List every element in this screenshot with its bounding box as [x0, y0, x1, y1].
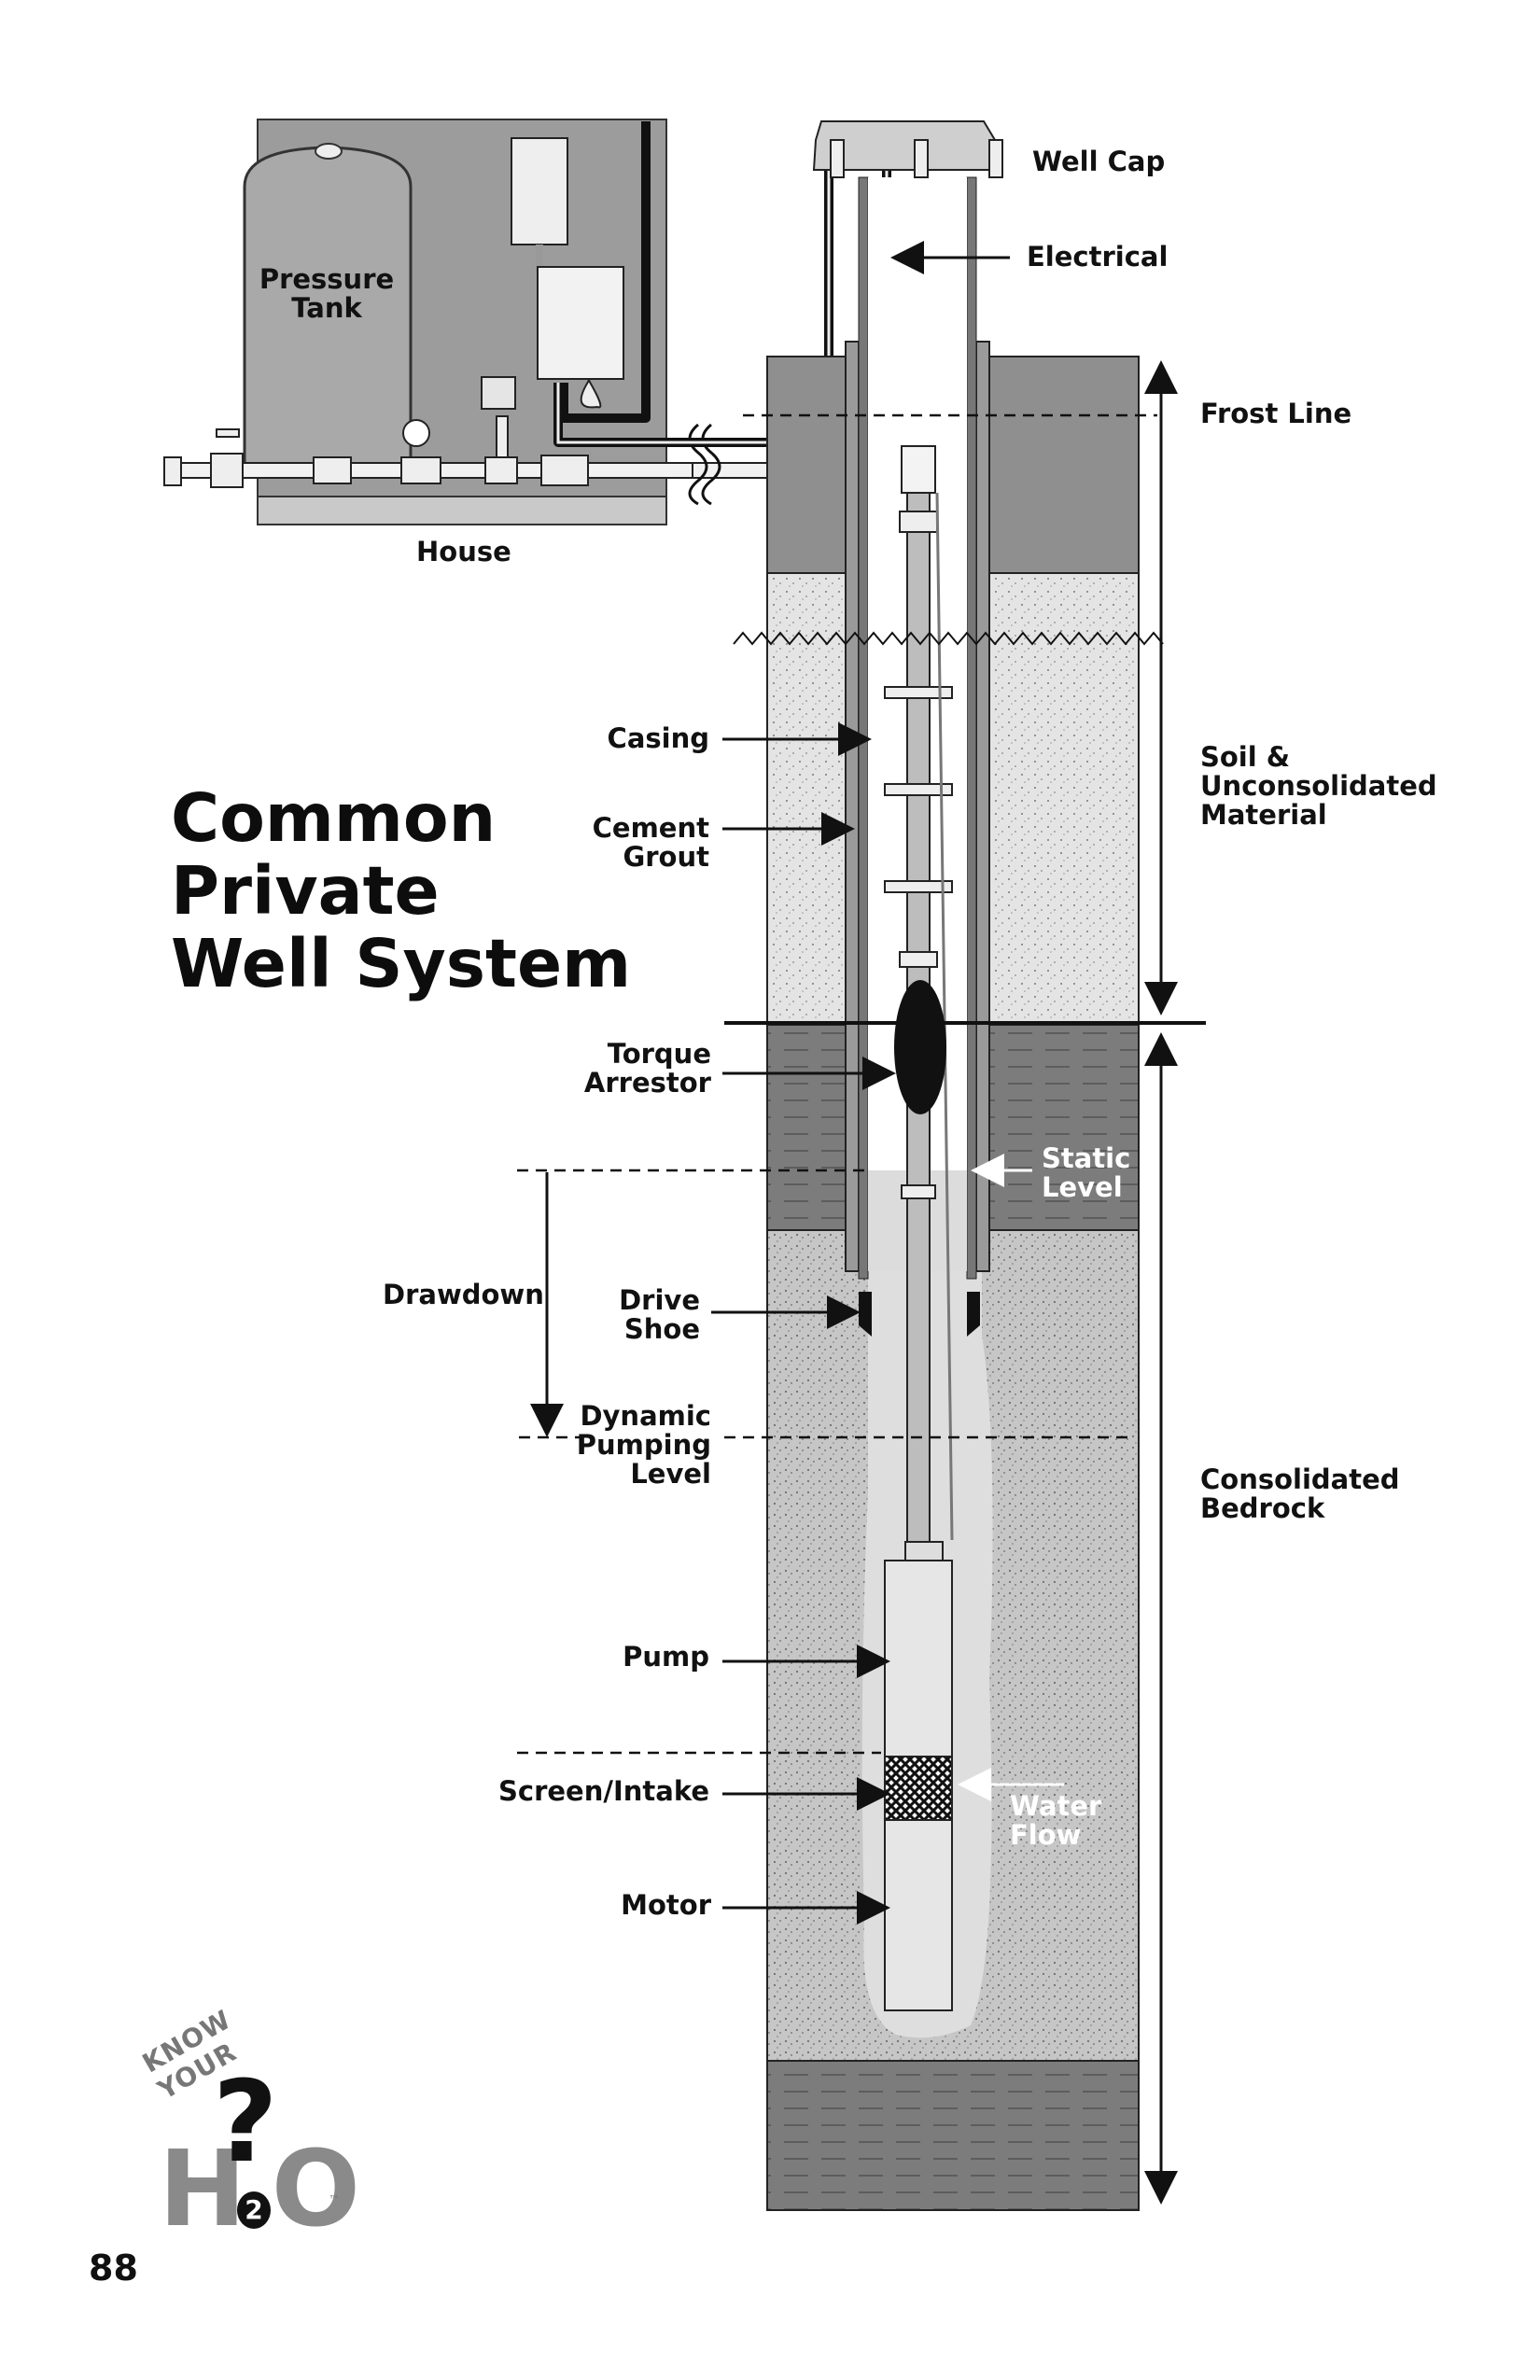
page-number: 88	[89, 2247, 138, 2289]
house-piping	[163, 415, 693, 488]
pressure-tank	[243, 143, 413, 478]
label-pressure-tank: Pressure Tank	[259, 263, 395, 324]
label-frost-line: Frost Line	[1200, 398, 1352, 429]
label-dynamic-pumping-level: Dynamic Pumping Level	[576, 1400, 711, 1490]
label-casing: Casing	[607, 722, 709, 754]
label-screen-intake: Screen/Intake	[498, 1775, 709, 1807]
pressure-switch-box	[481, 137, 624, 410]
label-electrical: Electrical	[1027, 241, 1169, 273]
label-drawdown: Drawdown	[383, 1279, 544, 1310]
leader-arrows	[711, 241, 1010, 1925]
dimension-arrows	[530, 360, 1178, 2205]
diagram-title: Common Private Well System	[171, 779, 632, 1002]
label-soil-unconsolidated: Soil & Unconsolidated Material	[1200, 741, 1437, 831]
level-lines	[517, 413, 1157, 1755]
pump-body	[884, 1541, 953, 2011]
label-well-cap: Well Cap	[1032, 146, 1166, 177]
label-pump: Pump	[623, 1641, 709, 1673]
label-water-flow: Water Flow	[1010, 1790, 1102, 1851]
soil-break-line	[733, 631, 1164, 646]
torque-arrestor-shape	[894, 980, 946, 1114]
logo-subscript-2: 2	[237, 2191, 271, 2229]
label-static-level: Static Level	[1042, 1142, 1131, 1203]
logo-trademark: ™	[329, 2193, 340, 2206]
label-consolidated-bedrock: Consolidated Bedrock	[1200, 1463, 1400, 1524]
white-arrows	[958, 1154, 1064, 1801]
logo-question-mark: ?	[213, 2058, 278, 2188]
label-drive-shoe: Drive Shoe	[619, 1284, 700, 1345]
label-house: House	[416, 536, 511, 567]
label-motor: Motor	[621, 1889, 711, 1921]
drive-shoe	[859, 1292, 980, 1337]
label-torque-arrestor: Torque Arrestor	[583, 1038, 711, 1099]
well-cap-shape	[812, 120, 1003, 178]
label-cement-grout: Cement Grout	[592, 812, 709, 873]
